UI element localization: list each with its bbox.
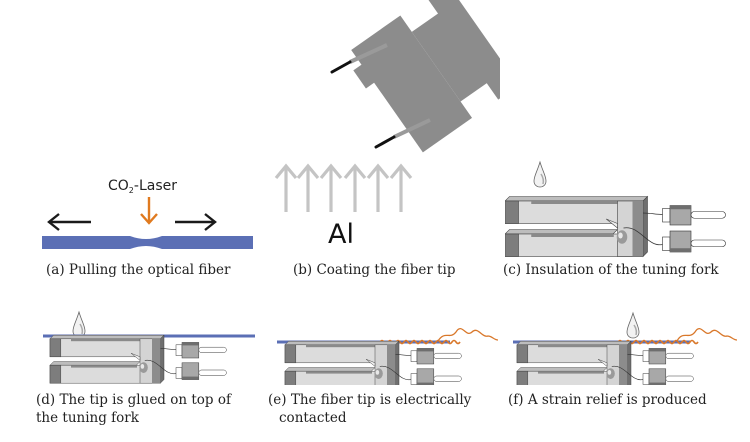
material-label: Al (328, 219, 354, 250)
caption-d-line1: (d) The tip is glued on top of (36, 392, 231, 408)
optical-fiber (42, 236, 253, 249)
vapor-arrow-5 (366, 163, 390, 212)
vapor-arrows (274, 163, 413, 212)
pull-right-arrow (175, 213, 217, 231)
vapor-arrow-6 (389, 163, 413, 212)
panel-b-illustration: Al (274, 0, 500, 250)
tuning-fork (505, 196, 726, 257)
droplet-icon (626, 312, 640, 339)
pull-left-arrow (47, 213, 91, 231)
caption-c: (c) Insulation of the tuning fork (503, 262, 719, 278)
fiber-tip-upper (330, 43, 388, 74)
panel-a-illustration: CO2-Laser (42, 178, 253, 249)
tuning-fork (49, 334, 227, 384)
vapor-arrow-2 (296, 163, 320, 212)
caption-e-line2: contacted (279, 410, 347, 426)
laser-arrow (140, 197, 158, 225)
caption-a: (a) Pulling the optical fiber (46, 262, 231, 278)
panel-d-illustration (43, 311, 255, 384)
panel-e-illustration (277, 328, 499, 385)
rotated-fork-holder (351, 0, 500, 153)
fiber-tip-lower (374, 118, 431, 149)
caption-d-line2: the tuning fork (36, 410, 139, 426)
tuning-fork (284, 340, 462, 385)
panel-f-illustration (513, 312, 738, 385)
caption-b: (b) Coating the fiber tip (293, 262, 456, 278)
contact-wire (437, 328, 499, 342)
droplet-icon (72, 311, 86, 338)
contact-wire (676, 328, 738, 342)
laser-label: CO2-Laser (108, 178, 177, 195)
caption-f: (f) A strain relief is produced (508, 392, 707, 408)
caption-e-line1: (e) The fiber tip is electrically (268, 392, 472, 408)
droplet-icon (533, 161, 547, 188)
vapor-arrow-1 (274, 163, 298, 212)
tuning-fork (516, 340, 694, 385)
vapor-arrow-3 (319, 163, 343, 212)
panel-c-illustration (505, 161, 726, 257)
vapor-arrow-4 (343, 163, 367, 212)
